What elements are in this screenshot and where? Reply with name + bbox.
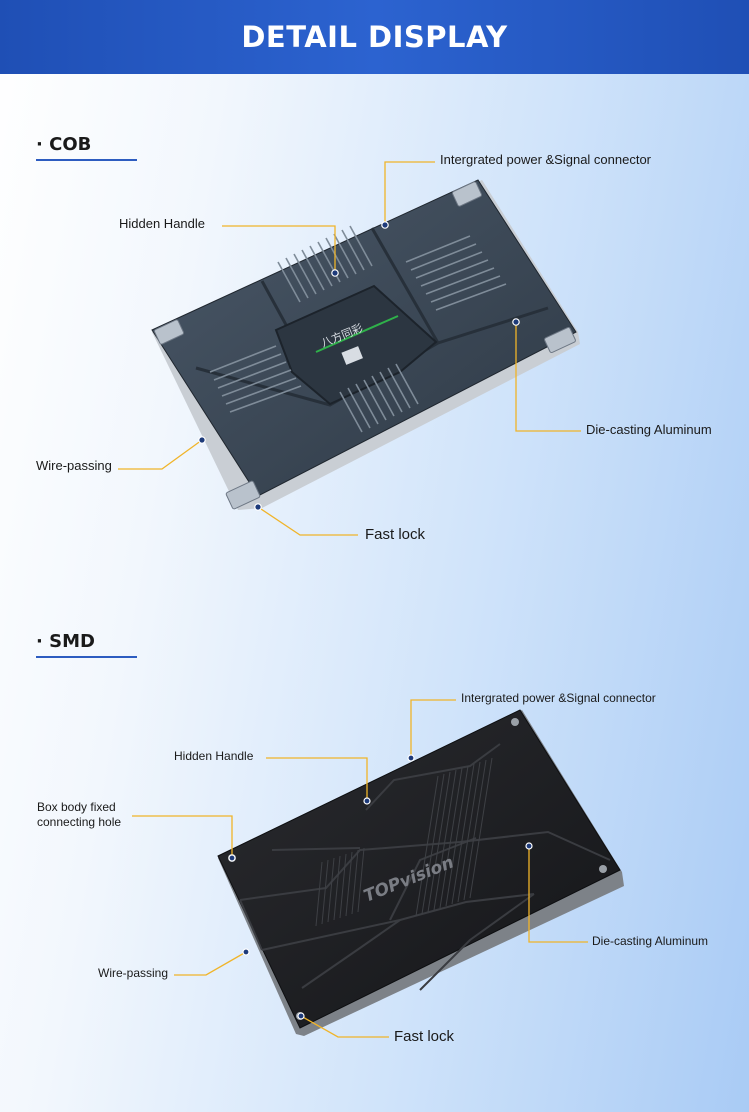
cob-callout-dots [198,221,520,511]
cob-section-underline [36,159,137,161]
smd-label-connector: Intergrated power &Signal connector [461,691,656,705]
smd-section-title: · SMD [36,631,95,652]
smd-label-hole-line2: connecting hole [37,815,122,829]
smd-label-wire-passing: Wire-passing [98,966,169,980]
header-banner: DETAIL DISPLAY [0,0,749,74]
cob-section-title: · COB [36,134,92,155]
smd-label-aluminum: Die-casting Aluminum [592,934,709,948]
smd-callout-dots [228,754,533,1020]
cob-leader-lines [118,161,581,536]
smd-ribbed-panels [315,757,493,927]
cob-cabinet: 八方同彩 [151,179,580,510]
cob-label-fast-lock: Fast lock [365,526,426,543]
cob-label-aluminum: Die-casting Aluminum [586,422,712,437]
cob-heatsink-fins [209,225,507,433]
cob-label-hidden-handle: Hidden Handle [119,216,206,231]
cob-label-wire-passing: Wire-passing [36,458,112,473]
smd-cabinet: TOPvision [217,709,624,1036]
smd-label-hole-line1: Box body fixed [37,800,116,814]
cob-label-connector: Intergrated power &Signal connector [440,152,652,167]
smd-leader-lines [132,699,588,1038]
page-title: DETAIL DISPLAY [241,20,508,54]
smd-label-fast-lock: Fast lock [394,1028,455,1045]
smd-section-underline [36,656,137,658]
smd-label-hidden-handle: Hidden Handle [174,749,254,763]
